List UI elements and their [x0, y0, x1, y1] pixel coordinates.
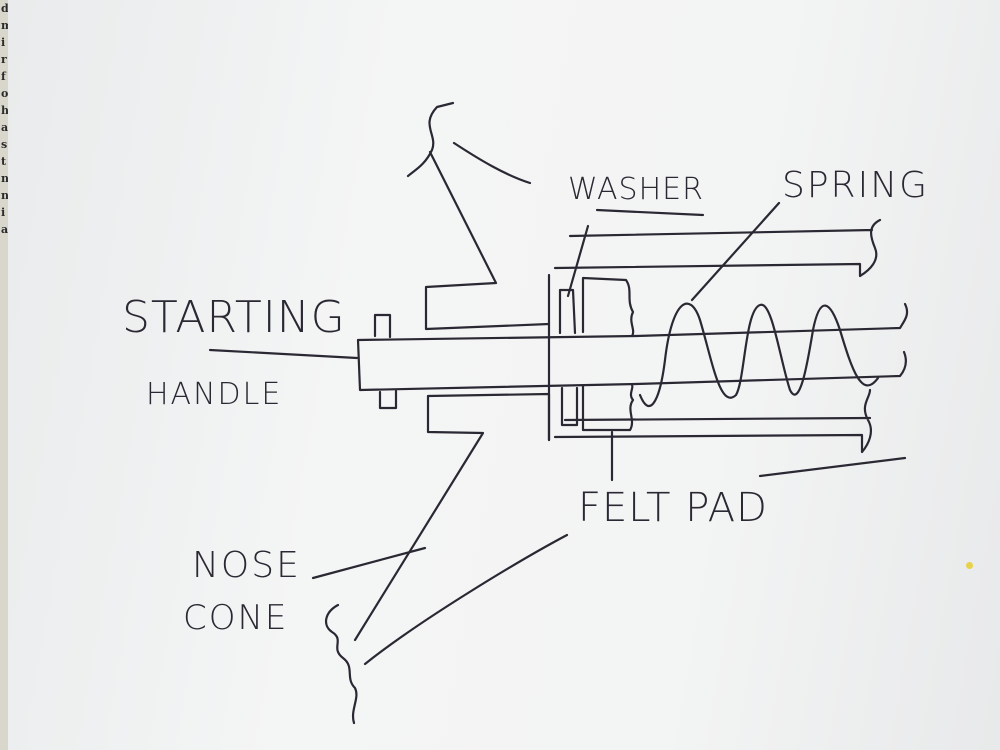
- label-spring: SPRING: [782, 165, 930, 206]
- outer-tube: [553, 218, 882, 454]
- housing-upper-hatch: [452, 141, 532, 185]
- inner-shaft: [634, 302, 909, 386]
- felt-pad-overline: [758, 456, 907, 478]
- spring-coil: [638, 302, 880, 408]
- handle-shaft: [356, 334, 638, 392]
- leader-felt-pad-tail: [363, 533, 569, 666]
- handle-pin: [373, 313, 398, 410]
- label-washer: WASHER: [568, 172, 704, 207]
- leader-washer: [566, 224, 590, 298]
- washer-shape: [558, 288, 579, 427]
- leader-starting-handle: [208, 348, 359, 360]
- label-cone: CONE: [183, 598, 289, 638]
- label-nose: NOSE: [192, 545, 301, 586]
- paper-speck: [966, 562, 973, 569]
- leader-spring: [690, 201, 781, 302]
- leader-nose-cone: [311, 546, 427, 580]
- leader-washer-underline: [595, 208, 705, 217]
- label-handle: HANDLE: [146, 377, 283, 412]
- felt-pad-shape: [581, 276, 635, 432]
- label-felt-pad: FELT PAD: [578, 485, 768, 531]
- housing-upper: [406, 101, 551, 331]
- paper-sheet: [8, 0, 1000, 750]
- label-starting: STARTING: [122, 292, 346, 343]
- nose-cone-squiggle: [324, 603, 358, 725]
